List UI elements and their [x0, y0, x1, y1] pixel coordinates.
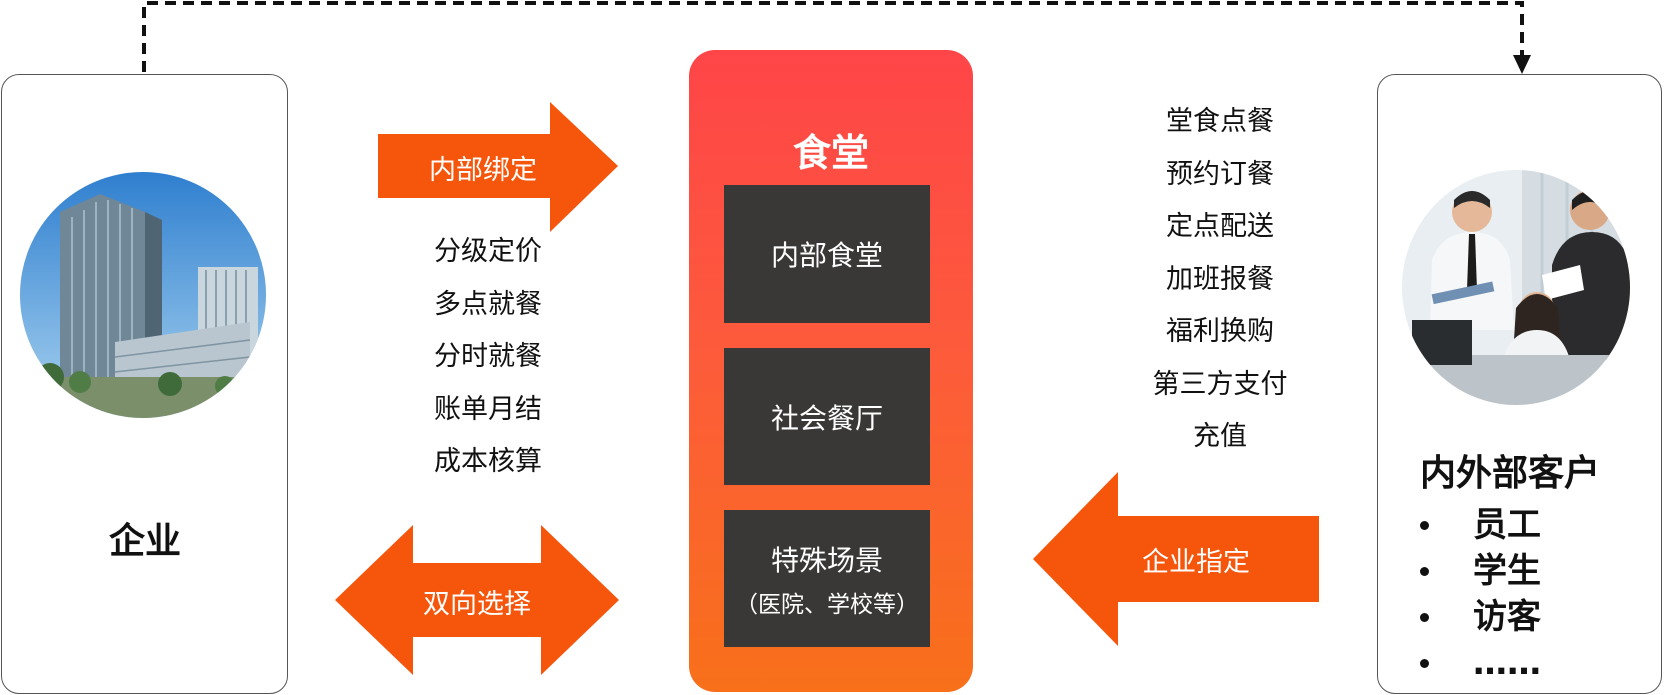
- left-feature-list: 分级定价 多点就餐 分时就餐 账单月结 成本核算: [418, 226, 558, 489]
- dashed-connector: [142, 1, 1531, 74]
- list-item: ……: [1420, 640, 1600, 686]
- enterprise-designated-arrow: [1033, 472, 1319, 646]
- customers-title: 内外部客户: [1420, 453, 1601, 494]
- right-feature-list: 堂食点餐 预约订餐 定点配送 加班报餐 福利换购 第三方支付 充值: [1130, 96, 1310, 464]
- bullet-icon: [1420, 566, 1429, 576]
- enterprise-title: 企业: [108, 521, 181, 562]
- canteen-box-label: 社会餐厅: [770, 401, 883, 435]
- feature-item: 定点配送: [1166, 211, 1274, 242]
- customer-list: 内外部客户 员工 学生 访客 ……: [1420, 444, 1600, 686]
- list-item: 学生: [1420, 548, 1600, 594]
- feature-item: 第三方支付: [1152, 368, 1288, 400]
- internal-binding-arrow: [378, 102, 618, 232]
- list-item-label: 访客: [1473, 597, 1541, 637]
- feature-item: 福利换购: [1166, 316, 1274, 347]
- two-way-choice-label: 双向选择: [423, 589, 531, 620]
- feature-item: 充值: [1193, 421, 1247, 452]
- office-building-photo-icon: [20, 172, 266, 418]
- enterprise-designated-label: 企业指定: [1142, 547, 1250, 578]
- bullet-icon: [1420, 658, 1429, 668]
- business-people-photo-icon: [1402, 170, 1630, 405]
- feature-item: 成本核算: [434, 446, 542, 477]
- canteen-box-sublabel: （医院、学校等）: [735, 591, 919, 618]
- list-item: 员工: [1420, 502, 1600, 548]
- feature-item: 多点就餐: [434, 288, 542, 320]
- feature-item: 分时就餐: [434, 341, 542, 372]
- list-item-label: 员工: [1473, 505, 1541, 545]
- feature-item: 堂食点餐: [1166, 106, 1274, 137]
- canteen-box-label: 内部食堂: [770, 239, 883, 272]
- connector-arrowhead-icon: [1513, 55, 1531, 74]
- canteen-panel: 食堂 内部食堂 社会餐厅 特殊场景 （医院、学校等）: [689, 50, 973, 692]
- two-way-choice-arrow: [335, 525, 619, 675]
- list-item-label: ……: [1473, 643, 1541, 683]
- canteen-box-label: 特殊场景: [770, 543, 883, 577]
- feature-item: 预约订餐: [1166, 158, 1274, 190]
- feature-item: 账单月结: [434, 393, 542, 425]
- canteen-box-internal: 内部食堂: [724, 185, 930, 323]
- list-item-label: 学生: [1473, 551, 1541, 591]
- feature-item: 分级定价: [434, 236, 542, 267]
- bullet-icon: [1420, 612, 1429, 622]
- feature-item: 加班报餐: [1166, 263, 1274, 295]
- canteen-title: 食堂: [792, 131, 869, 175]
- canteen-box-special: 特殊场景 （医院、学校等）: [724, 510, 930, 647]
- canteen-box-social: 社会餐厅: [724, 348, 930, 485]
- list-item: 访客: [1420, 594, 1600, 640]
- internal-binding-label: 内部绑定: [429, 155, 537, 186]
- bullet-icon: [1420, 520, 1429, 530]
